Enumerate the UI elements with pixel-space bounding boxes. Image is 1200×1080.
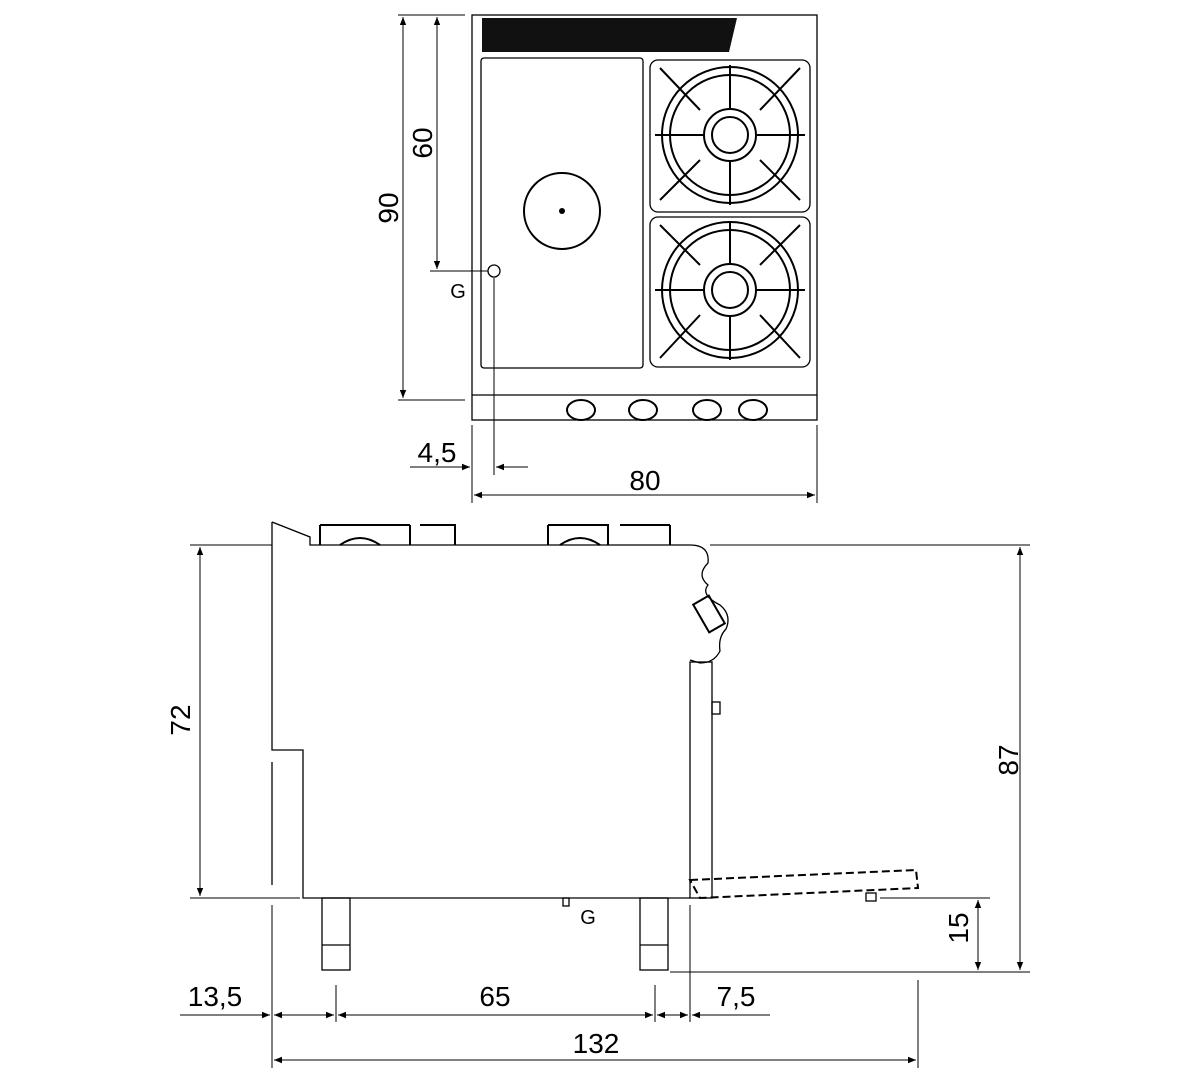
dim-width: 80 <box>629 465 660 496</box>
burner-grates <box>649 59 811 368</box>
dim-right-offset: 7,5 <box>717 981 756 1012</box>
dim-gas-depth: 60 <box>407 127 438 158</box>
back-flue <box>482 18 737 52</box>
dim-leg-span: 65 <box>479 981 510 1012</box>
dim-gas-offset: 4,5 <box>418 437 457 468</box>
oven-door <box>689 661 713 899</box>
dim-leg-height: 15 <box>943 912 974 943</box>
open-door <box>688 868 920 900</box>
hot-plate-ring <box>523 172 601 250</box>
dim-depth-total: 90 <box>373 192 404 223</box>
dim-height-total: 87 <box>993 744 1024 775</box>
gas-label-top: G <box>450 281 466 303</box>
side-view: G 72 87 15 13,5 65 7,5 132 <box>165 521 1030 1068</box>
dim-left-offset: 13,5 <box>188 981 243 1012</box>
gas-connection-top <box>487 264 501 278</box>
gas-connection-side <box>562 897 570 907</box>
legs <box>321 897 669 971</box>
dim-height-worktop: 72 <box>165 704 196 735</box>
dim-overall-width: 132 <box>573 1028 620 1059</box>
top-view: 90 60 G 4,5 80 <box>373 14 818 503</box>
control-knobs <box>566 399 768 421</box>
solid-top-plate <box>480 57 644 369</box>
gas-label-side: G <box>580 907 596 929</box>
